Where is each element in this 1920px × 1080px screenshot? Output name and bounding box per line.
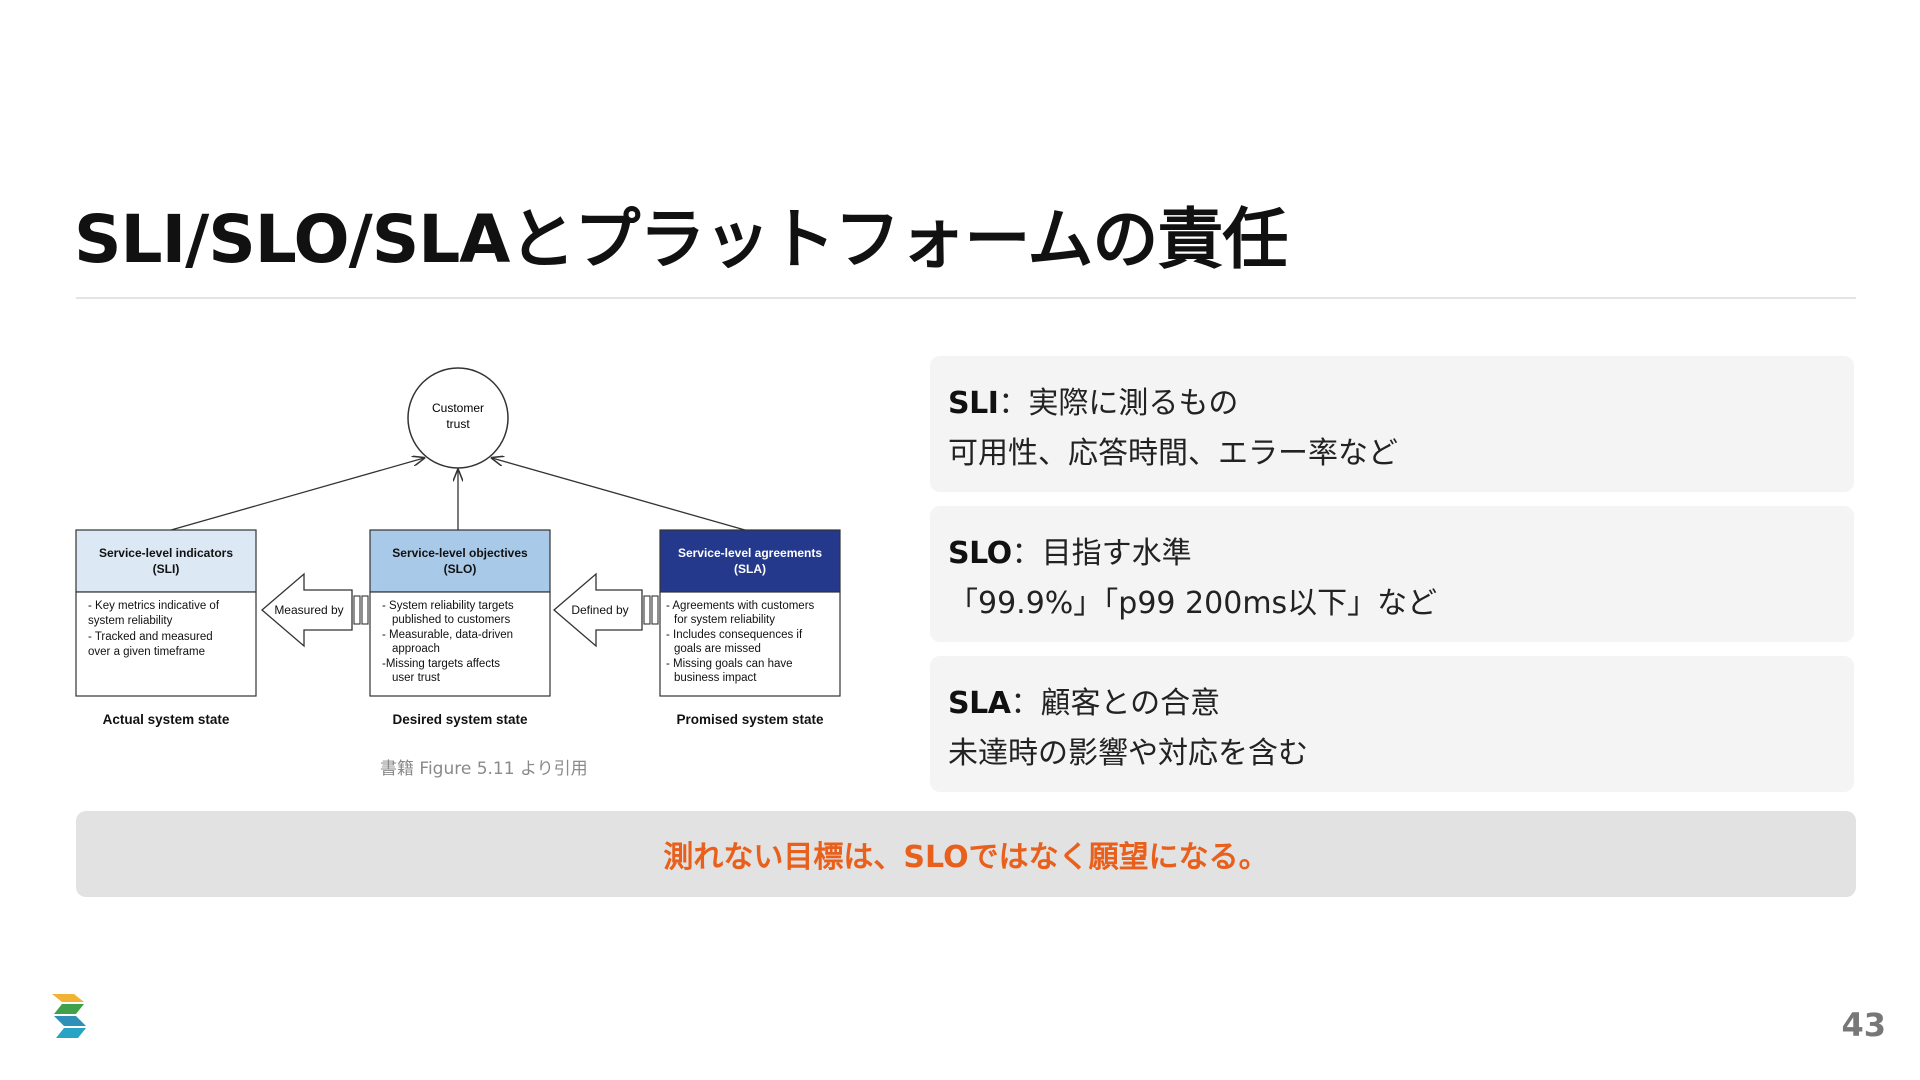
sli-header: Service-level indicators	[99, 546, 233, 560]
customer-trust-label: trust	[446, 417, 470, 431]
card-term: SLO	[948, 536, 1012, 571]
slo-box: Service-level objectives (SLO) - System …	[369, 529, 551, 727]
slide-title: SLI/SLO/SLAとプラットフォームの責任	[74, 201, 1288, 278]
card-definition: ：顧客との合意	[1010, 686, 1221, 721]
sli-body-line: system reliability	[88, 615, 173, 627]
defined-by-arrow: Defined by	[553, 572, 659, 648]
card-example: 未達時の影響や対応を含む	[948, 736, 1308, 771]
sla-body-line: - Includes consequences if	[666, 629, 803, 641]
measured-by-label: Measured by	[274, 603, 343, 617]
card-term: SLI	[948, 386, 999, 421]
slo-card: SLO：目指す水準 「99.9%」「p99 200ms以下」など	[930, 506, 1854, 642]
sla-to-trust-arrow	[492, 458, 753, 533]
sla-header: (SLA)	[734, 562, 766, 576]
sla-body-line: goals are missed	[674, 643, 761, 655]
sla-body-line: for system reliability	[674, 614, 775, 626]
sli-body-line: over a given timeframe	[88, 646, 205, 658]
sla-box: Service-level agreements (SLA) - Agreeme…	[659, 529, 841, 727]
card-term: SLA	[948, 686, 1011, 721]
sla-header: Service-level agreements	[678, 546, 822, 560]
card-definition: ：目指す水準	[1011, 536, 1192, 571]
page-number: 43	[1841, 1006, 1886, 1044]
brand-logo-icon	[48, 990, 90, 1042]
sli-to-trust-arrow	[163, 458, 424, 533]
slo-footer: Desired system state	[392, 712, 528, 727]
customer-trust-label: Customer	[432, 401, 484, 415]
sla-body-line: - Agreements with customers	[666, 600, 815, 612]
sla-footer: Promised system state	[676, 712, 824, 727]
customer-trust-circle	[407, 367, 509, 469]
slo-body-line: - Measurable, data-driven	[382, 629, 513, 641]
sli-body-line: - Tracked and measured	[88, 631, 213, 643]
slo-body-line: approach	[392, 643, 440, 655]
sli-slo-sla-diagram: Customer trust Service-level indicators …	[74, 362, 844, 742]
slo-body-line: user trust	[392, 672, 441, 684]
sli-card: SLI：実際に測るもの 可用性、応答時間、エラー率など	[930, 356, 1854, 492]
sli-box: Service-level indicators (SLI) - Key met…	[75, 529, 257, 727]
sla-body-line: business impact	[674, 672, 757, 684]
defined-by-label: Defined by	[571, 603, 628, 617]
key-message-banner: 測れない目標は、SLOではなく願望になる。	[76, 811, 1856, 897]
slo-body-line: - System reliability targets	[382, 600, 514, 612]
figure-caption: 書籍 Figure 5.11 より引用	[380, 759, 588, 779]
slo-body-line: -Missing targets affects	[382, 658, 500, 670]
sli-body-line: - Key metrics indicative of	[88, 600, 220, 612]
sla-body-line: - Missing goals can have	[666, 658, 793, 670]
key-message-text: 測れない目標は、SLOではなく願望になる。	[663, 840, 1269, 875]
slo-body-line: published to customers	[392, 614, 511, 626]
card-example: 可用性、応答時間、エラー率など	[948, 436, 1398, 471]
slo-header: (SLO)	[444, 562, 477, 576]
sla-card: SLA：顧客との合意 未達時の影響や対応を含む	[930, 656, 1854, 792]
sli-footer: Actual system state	[103, 712, 230, 727]
sli-header: (SLI)	[153, 562, 180, 576]
measured-by-arrow: Measured by	[261, 572, 369, 648]
slo-header: Service-level objectives	[392, 546, 528, 560]
card-definition: ：実際に測るもの	[998, 386, 1239, 421]
title-divider	[76, 297, 1856, 299]
card-example: 「99.9%」「p99 200ms以下」など	[948, 586, 1438, 621]
